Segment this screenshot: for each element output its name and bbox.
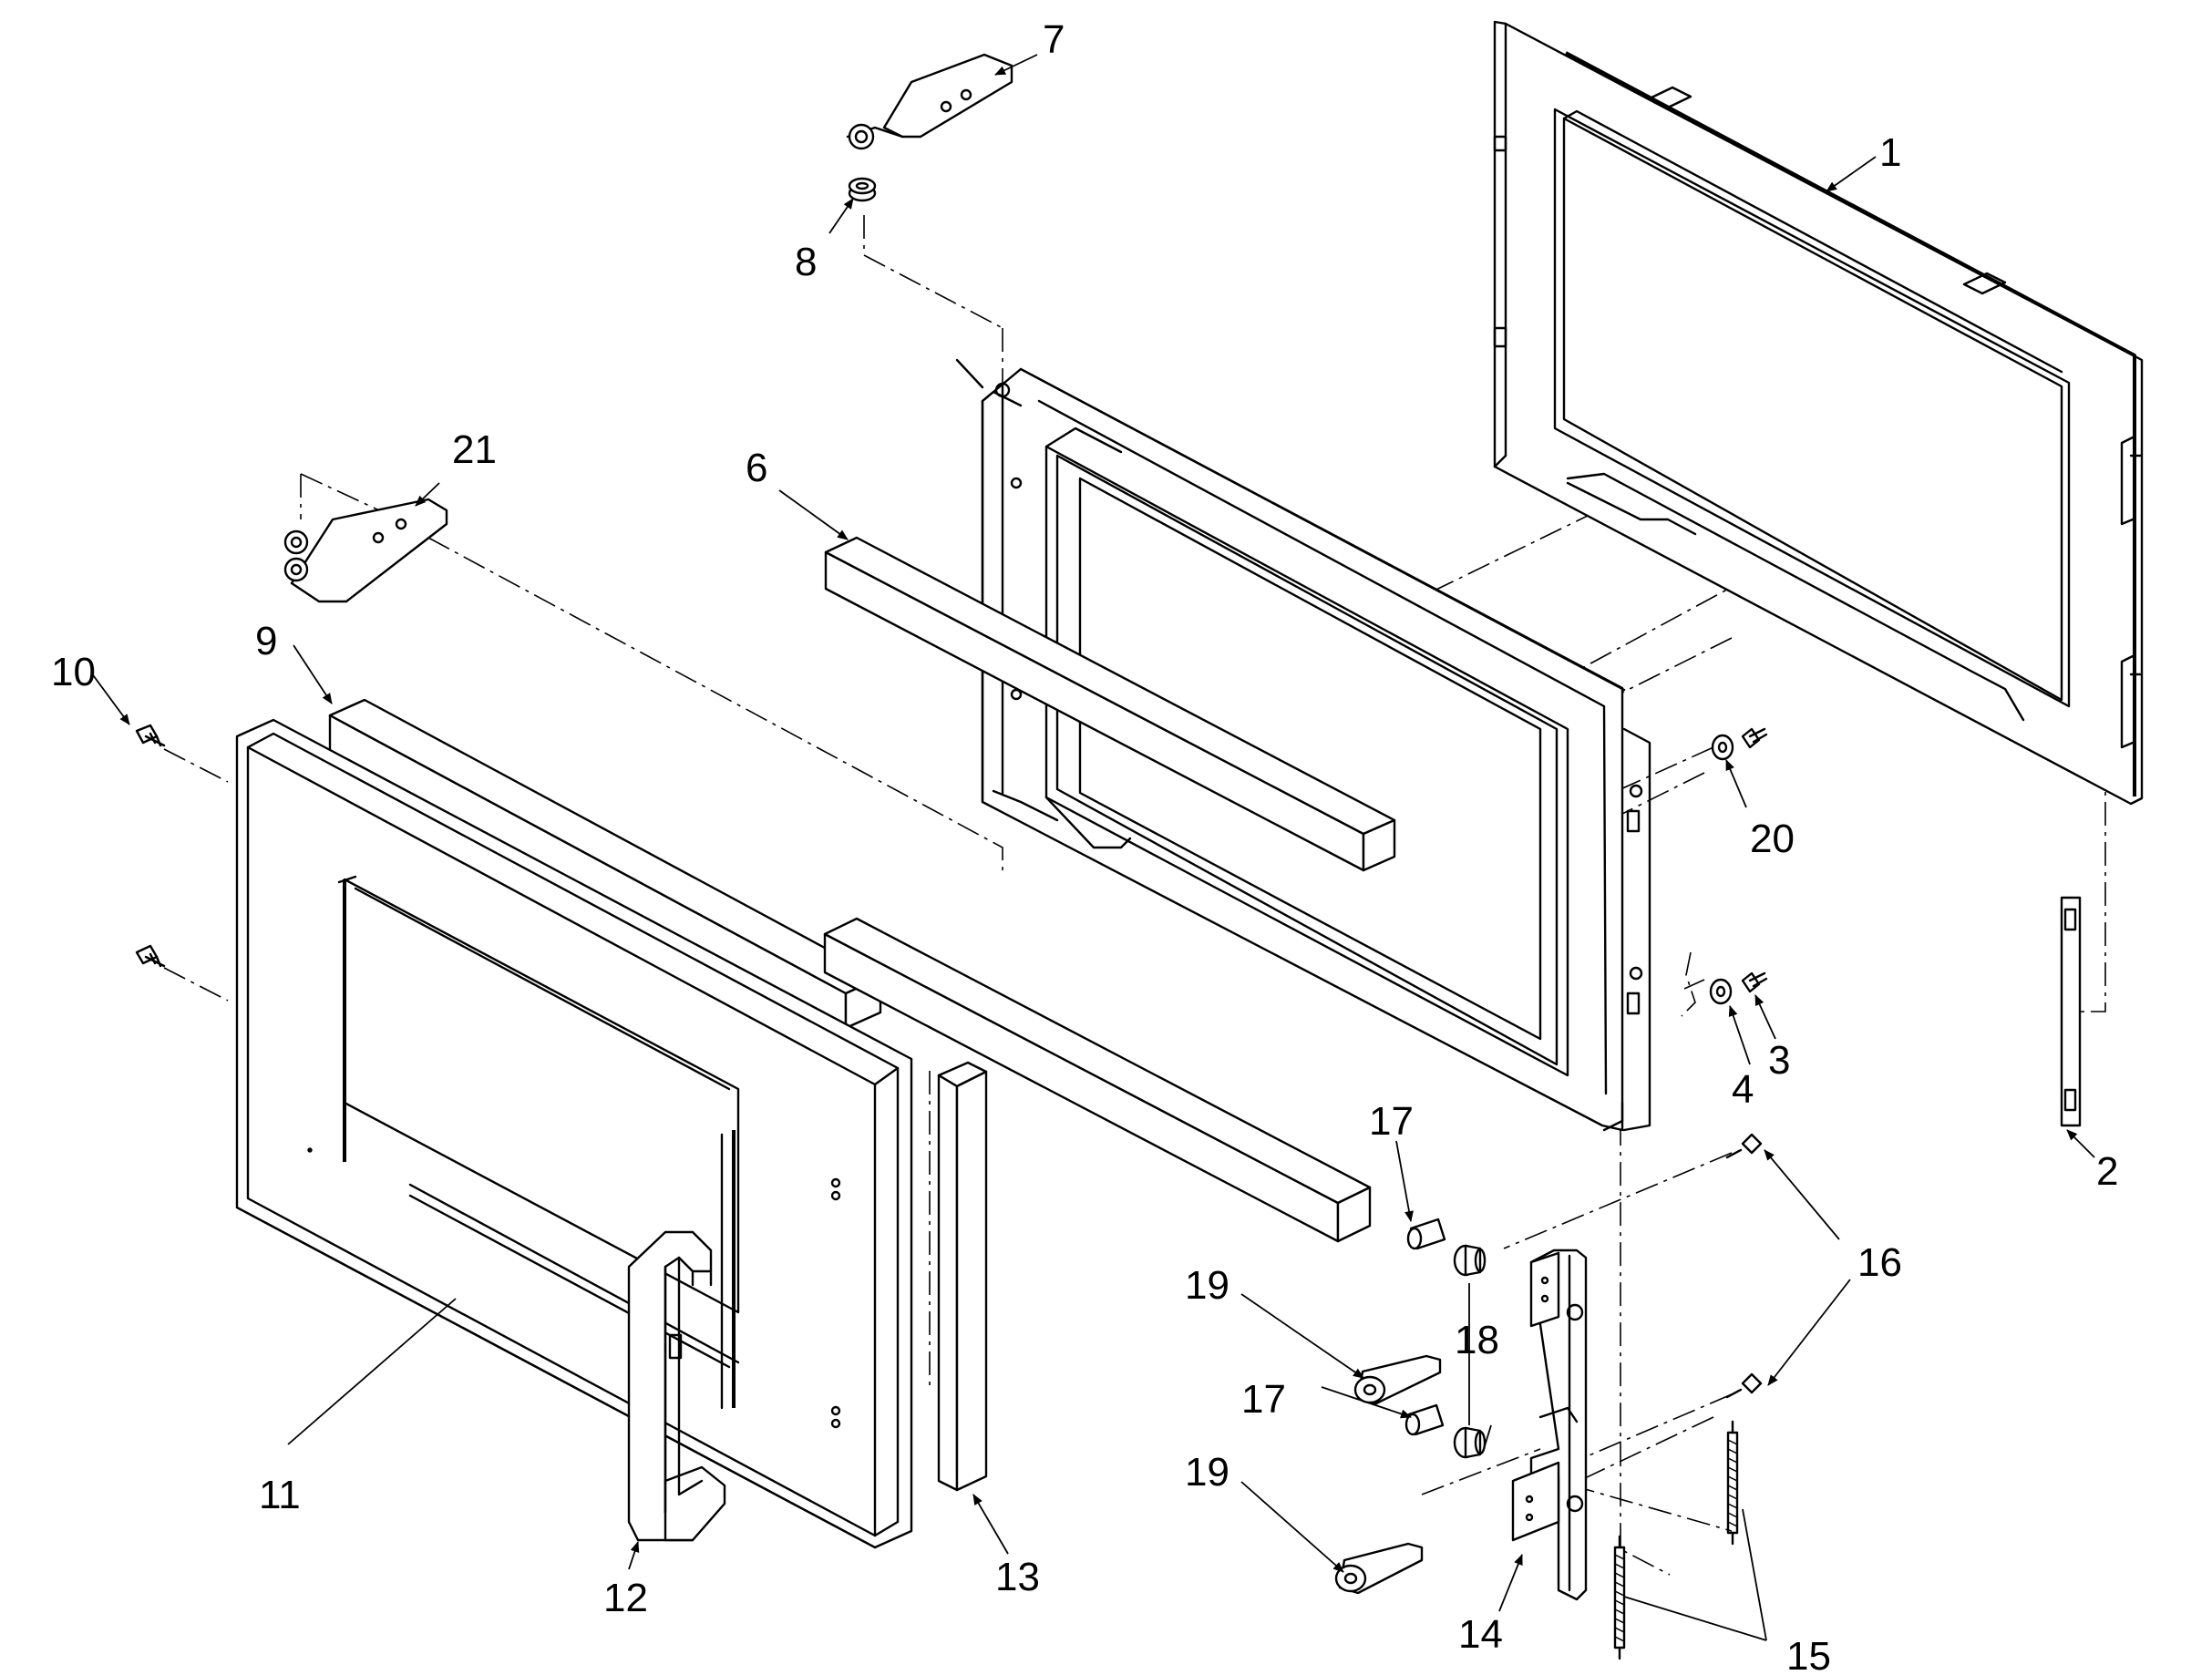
outer-door-panel [235,718,913,1549]
callout-8: 8 [795,240,817,284]
callout-19a: 19 [1185,1263,1229,1308]
callout-15: 15 [1786,1634,1831,1675]
top-seal-bar [824,536,1396,872]
callout-12: 12 [603,1576,648,1620]
callout-6: 6 [746,446,767,490]
callout-20: 20 [1750,817,1795,861]
callouts: 1 2 3 4 6 7 8 9 10 11 12 13 14 15 16 17 … [51,17,2118,1675]
callout-17b: 17 [1241,1377,1286,1422]
callout-16: 16 [1857,1240,1902,1285]
callout-21: 21 [452,427,497,472]
spring-upper [1726,1420,1739,1546]
washer-18-upper [1453,1244,1487,1277]
callout-10: 10 [51,650,96,694]
lever-lower [1334,1542,1424,1595]
screw-3 [1741,971,1768,993]
callout-2: 2 [2096,1149,2118,1194]
callout-4: 4 [1732,1067,1754,1112]
lever-upper [1353,1354,1442,1405]
screw-20 [1741,727,1768,749]
leader-lines [90,54,2095,1641]
screw-16-lower [1725,1372,1763,1399]
side-seal [937,1061,988,1492]
callout-17a: 17 [1369,1099,1414,1144]
bushing [848,177,877,202]
screw-16-upper [1725,1133,1763,1159]
callout-11: 11 [259,1473,301,1517]
callout-19b: 19 [1185,1450,1229,1495]
washer-20 [1711,734,1734,761]
callout-1: 1 [1879,130,1901,175]
callout-7: 7 [1043,17,1065,62]
washer-4 [1709,978,1733,1005]
top-hinge [846,53,1013,150]
door-chassis [955,358,1651,1132]
callout-14: 14 [1458,1612,1503,1657]
latch-bracket [1511,1249,1588,1601]
spring-lower [1613,1535,1626,1660]
upper-seal-bar [328,698,882,1030]
lower-hinge [283,498,448,603]
callout-3: 3 [1768,1038,1790,1083]
screw-lower-left [135,944,166,968]
callout-9: 9 [255,619,277,663]
callout-18: 18 [1455,1318,1499,1362]
callout-13: 13 [995,1555,1040,1599]
screw-10 [135,724,166,747]
lower-seal-bar [823,917,1372,1243]
door-handle [627,1230,726,1542]
pin-lower [1404,1403,1445,1436]
strap [2060,896,2082,1127]
washer-18-lower [1453,1426,1487,1459]
inner-door-frame [1493,20,2144,806]
pin-upper [1406,1218,1446,1250]
